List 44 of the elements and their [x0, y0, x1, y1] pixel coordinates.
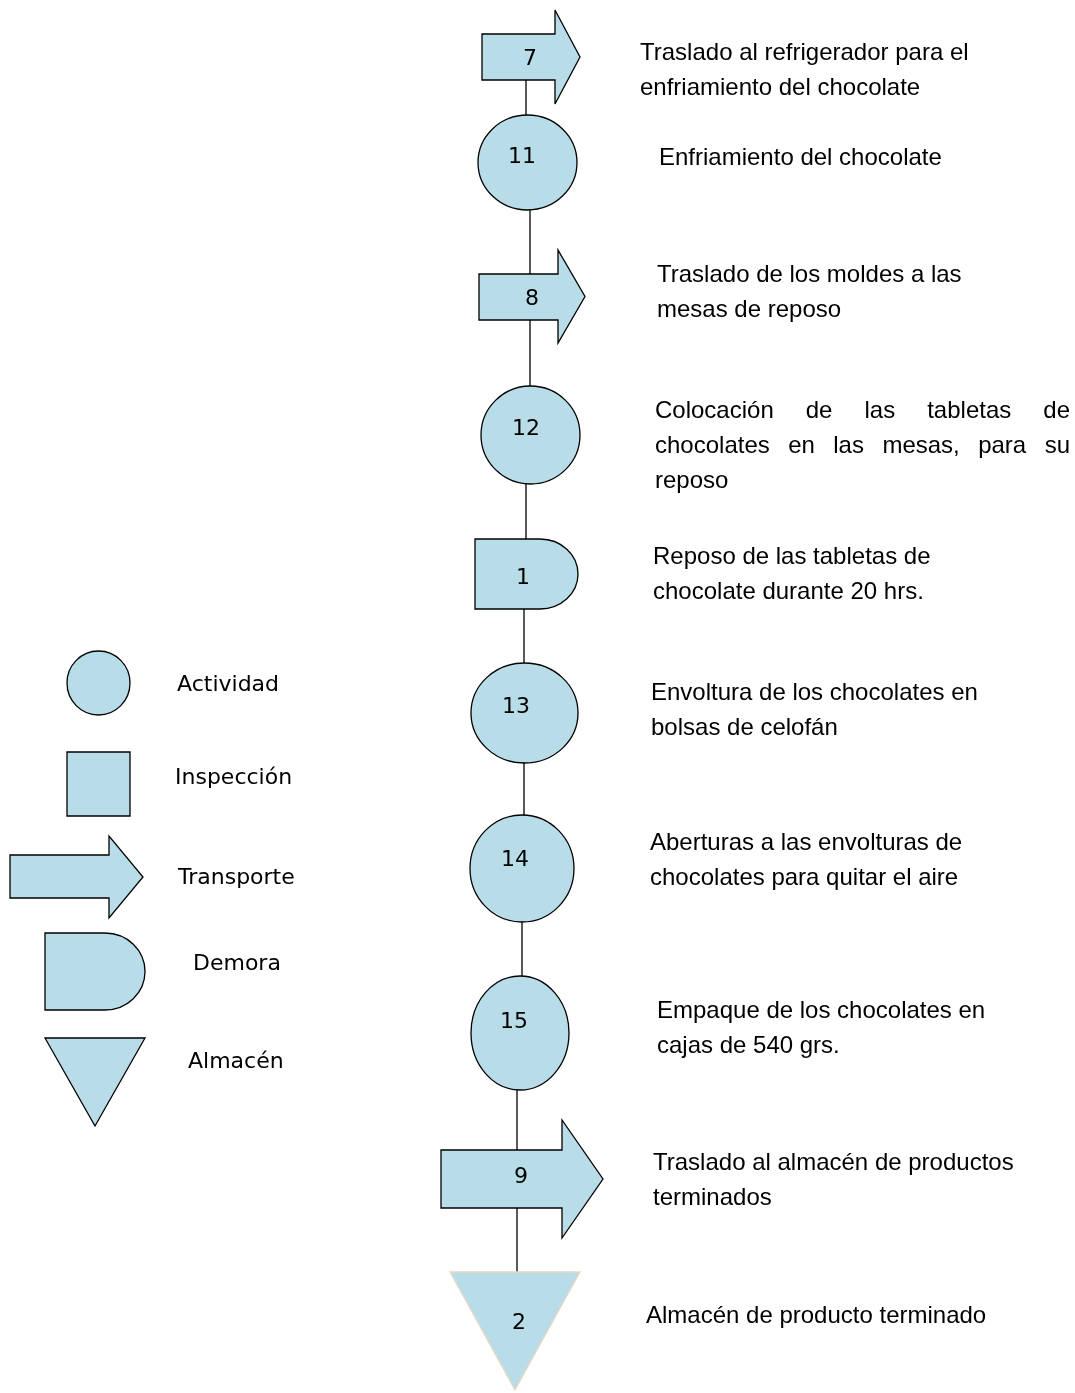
connector-line — [529, 209, 531, 275]
legend-label: Almacén — [188, 1047, 284, 1073]
step-description: Aberturas a las envolturas de chocolates para quitar el aire — [650, 827, 964, 892]
step-number: 13 — [502, 692, 530, 718]
step-number: 12 — [512, 414, 540, 440]
connector-line — [525, 483, 527, 540]
step-description: Traslado al almacén de productos terminados — [653, 1147, 1015, 1212]
step-number: 9 — [514, 1162, 528, 1188]
legend-label: Actividad — [177, 670, 280, 696]
step-number: 14 — [501, 845, 529, 871]
step-description: Enfriamiento del chocolate — [659, 142, 943, 172]
transport-symbol — [441, 1120, 603, 1238]
step-description: Colocación de las tabletas de chocolates en las mesas, para su reposo — [655, 395, 1070, 495]
transport-symbol — [479, 250, 585, 343]
transport-symbol — [482, 10, 580, 104]
operation-circle — [481, 386, 580, 484]
delay-shape — [475, 539, 578, 609]
connector-line — [529, 319, 531, 387]
connector-line — [523, 608, 525, 664]
connector-line — [523, 762, 525, 816]
step-number: 2 — [512, 1308, 526, 1334]
connector-line — [521, 921, 523, 977]
step-description: Traslado al refrigerador para el enfriamiento del chocolate — [640, 37, 970, 102]
connector-line — [525, 79, 527, 116]
step-number: 8 — [525, 284, 539, 310]
step-number: 7 — [523, 44, 537, 70]
storage-triangle — [450, 1272, 580, 1390]
step-description: Reposo de las tabletas de chocolate durante 20 hrs. — [653, 541, 932, 606]
operation-circle — [471, 976, 569, 1090]
operation-circle — [478, 115, 577, 210]
step-number: 1 — [516, 563, 530, 589]
step-description: Traslado de los moldes a las mesas de reposo — [657, 259, 963, 324]
legend-label: Inspección — [175, 763, 293, 789]
step-description: Envoltura de los chocolates en bolsas de celofán — [651, 677, 979, 742]
step-description: Almacén de producto terminado — [646, 1300, 988, 1330]
step-number: 15 — [500, 1007, 528, 1033]
connector-line — [516, 1207, 518, 1273]
legend-label: Transporte — [178, 863, 295, 889]
step-number: 11 — [508, 142, 536, 168]
legend-label: Demora — [193, 949, 281, 975]
connector-line — [516, 1089, 518, 1151]
operation-circle — [470, 815, 574, 922]
step-description: Empaque de los chocolates en cajas de 540 grs. — [657, 995, 987, 1060]
operation-circle — [471, 663, 578, 763]
